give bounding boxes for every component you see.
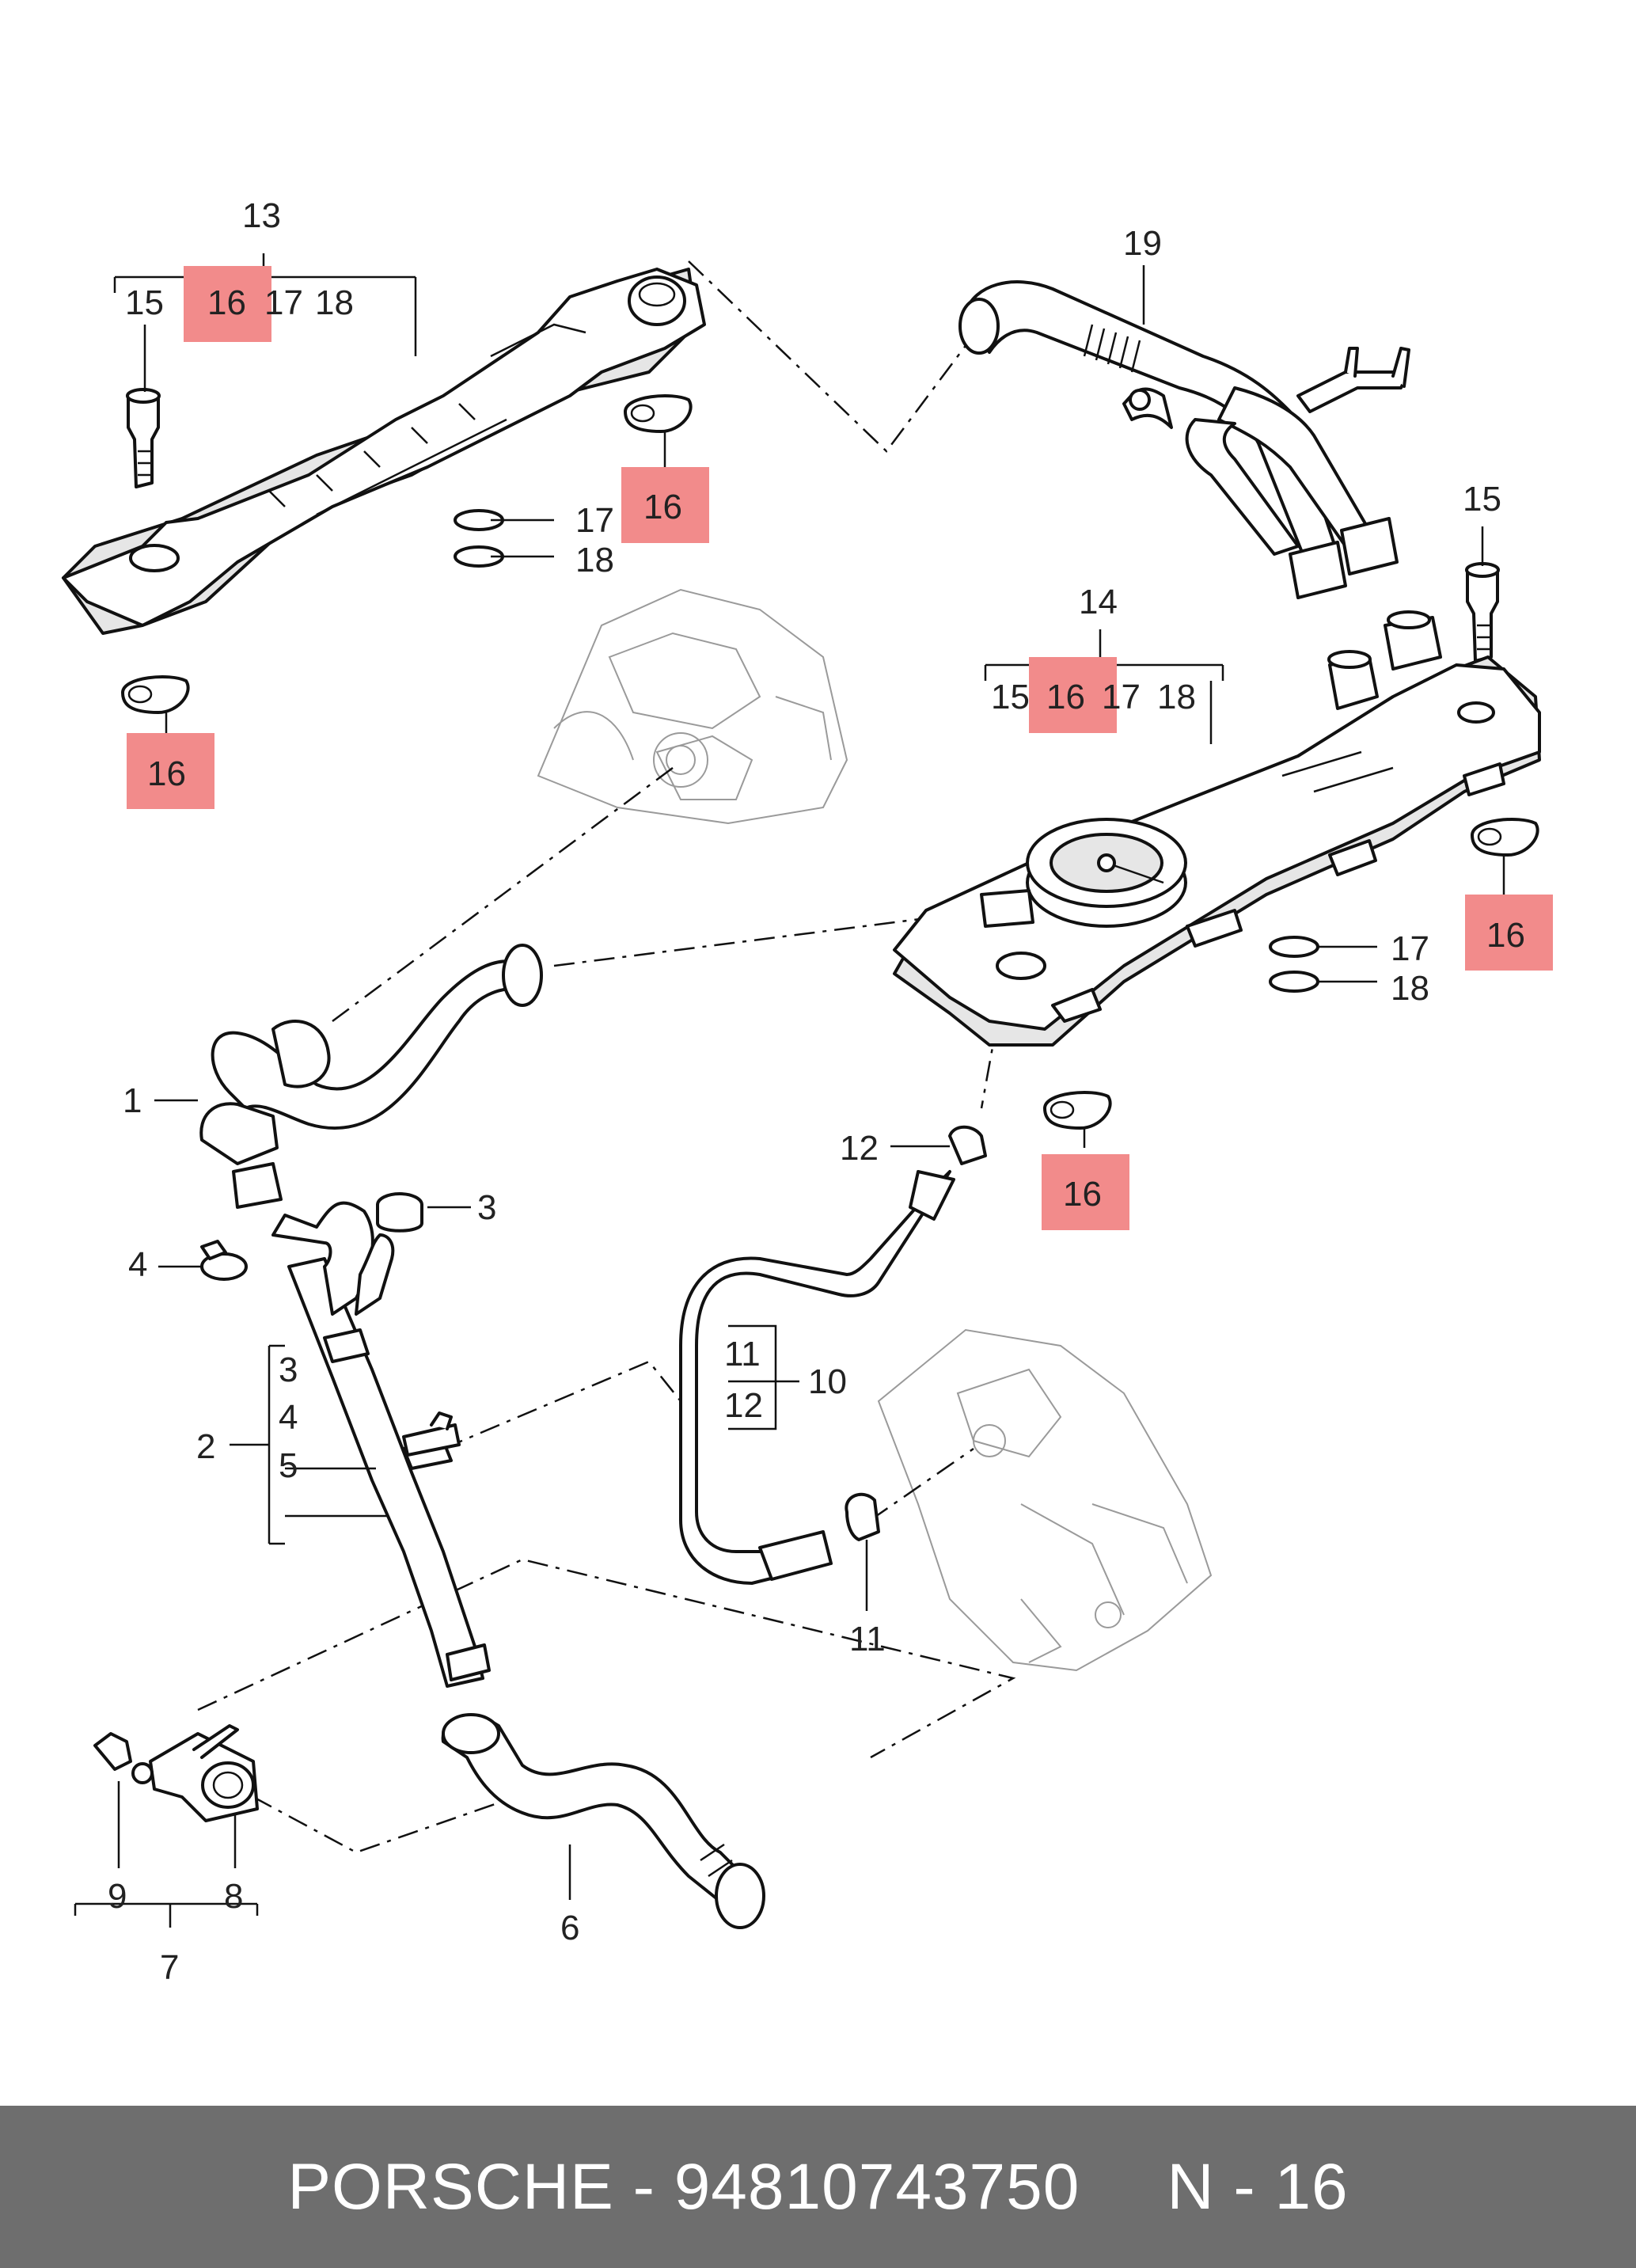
callout-19: 19: [1123, 224, 1162, 263]
footer-bar: PORSCHE - 94810743750 N - 16: [0, 2106, 1636, 2268]
highlight-box-16-d: [1029, 657, 1117, 733]
callout-3-connector: 3: [477, 1188, 496, 1227]
callout-17-left-bracket: 17: [264, 283, 303, 322]
callout-18-left-ring: 18: [575, 541, 614, 579]
callout-9: 9: [108, 1877, 127, 1916]
o-rings-left: [454, 509, 504, 568]
parts-diagram: 13 15 16 17 18 16 17 18 16 19 15 14 15 1…: [62, 196, 1553, 1987]
callout-16-left-lower: 16: [147, 754, 186, 793]
callout-4-bracket: 4: [279, 1398, 298, 1437]
callout-5-bracket: 5: [279, 1446, 298, 1485]
clip-5: [402, 1411, 461, 1457]
hose-1: [199, 944, 543, 1209]
clip-11: [845, 1492, 880, 1541]
bolt-left: [126, 388, 161, 488]
callout-17-right-ring: 17: [1391, 929, 1429, 968]
hose-2: [271, 1201, 491, 1688]
bolt-right: [1465, 562, 1500, 663]
callout-2: 2: [196, 1427, 215, 1466]
callout-12-clip: 12: [840, 1129, 879, 1168]
callout-18-left-bracket: 18: [315, 283, 354, 322]
clamp-4: [200, 1240, 248, 1281]
gasket-right-top: [1471, 818, 1539, 857]
highlight-box-16-b: [621, 467, 709, 543]
highlight-box-16-f: [1042, 1154, 1129, 1230]
callout-11-bracket: 11: [724, 1335, 761, 1373]
callout-17-right-bracket: 17: [1102, 678, 1141, 716]
tube-10: [679, 1170, 955, 1585]
callout-16-right-seal: 16: [1486, 916, 1525, 955]
callout-6: 6: [560, 1909, 579, 1947]
highlight-box-16-c: [127, 733, 214, 809]
callout-16-left-seal: 16: [643, 488, 682, 526]
callout-18-right-bracket: 18: [1157, 678, 1196, 716]
bracket-set: [93, 1724, 259, 1822]
breather-hose-assembly: [958, 280, 1410, 599]
callout-15-right-bracket: 15: [991, 678, 1030, 716]
highlight-boxes: [127, 266, 1553, 1230]
right-valve-cover: [893, 610, 1541, 1047]
callout-1: 1: [123, 1081, 142, 1120]
o-rings-right: [1269, 936, 1319, 993]
left-valve-cover: [62, 268, 706, 635]
connector-3: [376, 1192, 423, 1233]
callout-15-right: 15: [1463, 480, 1501, 519]
callout-11-clip: 11: [849, 1620, 886, 1658]
engine-block-ghost-lower: [877, 1328, 1213, 1672]
engine-block-ghost-upper: [537, 588, 848, 825]
callout-15-left: 15: [125, 283, 164, 322]
callout-16-left-bracket: 16: [207, 283, 246, 322]
gasket-right-bottom: [1043, 1091, 1112, 1130]
callout-8: 8: [224, 1877, 243, 1916]
callout-3-bracket: 3: [279, 1351, 298, 1389]
callout-16-right-bracket: 16: [1046, 678, 1085, 716]
callout-16-right-lower: 16: [1063, 1175, 1102, 1214]
gasket-left-top: [624, 394, 693, 433]
callout-17-left-ring: 17: [575, 501, 614, 540]
clip-12: [948, 1125, 987, 1165]
highlight-box-16-a: [184, 266, 271, 342]
hose-6: [441, 1713, 765, 1929]
callout-labels: 13 15 16 17 18 16 17 18 16 19 15 14 15 1…: [108, 196, 1525, 1987]
callout-4-clamp: 4: [128, 1245, 147, 1284]
callout-12-bracket: 12: [724, 1386, 763, 1425]
callout-14: 14: [1079, 583, 1118, 621]
callout-7: 7: [160, 1948, 179, 1987]
callout-13: 13: [242, 196, 281, 235]
highlight-box-16-e: [1465, 895, 1553, 971]
footer-part-number: PORSCHE - 94810743750: [287, 2150, 1080, 2223]
footer-page-ref: N - 16: [1167, 2150, 1349, 2223]
gasket-left-bottom: [121, 675, 190, 714]
callout-18-right-ring: 18: [1391, 969, 1429, 1008]
callout-10: 10: [808, 1362, 847, 1401]
